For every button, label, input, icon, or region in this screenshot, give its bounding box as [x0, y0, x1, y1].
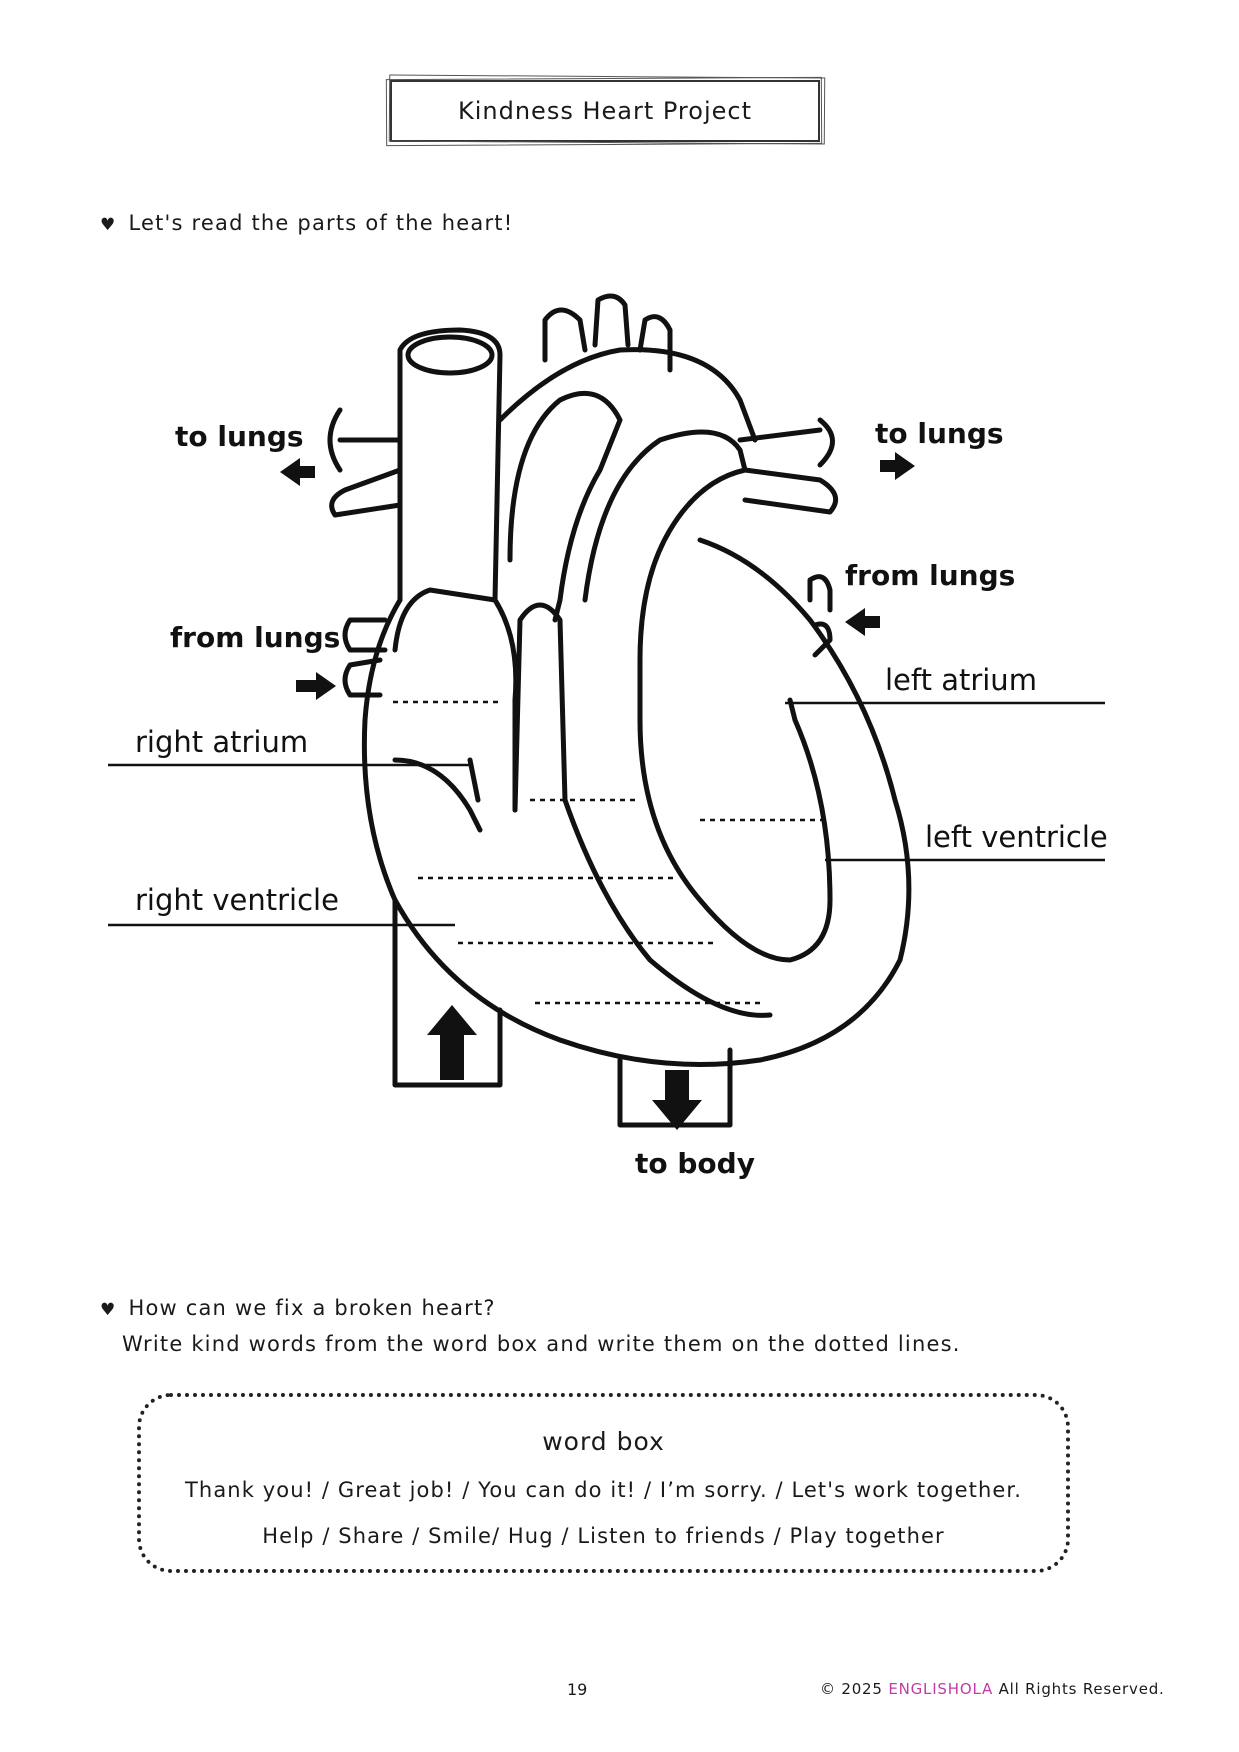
label-from-lungs-left: from lungs	[170, 621, 340, 654]
flow-arrows	[280, 452, 915, 1130]
heart-bullet-icon: ♥	[100, 215, 117, 235]
tricuspid-valve	[392, 757, 483, 833]
dotted-lines	[393, 700, 830, 1005]
label-from-lungs-right: from lungs	[845, 559, 1015, 592]
arrow-right-icon-2	[296, 672, 336, 700]
arrow-up-icon	[427, 1005, 477, 1080]
instruction-read-parts: ♥ Let's read the parts of the heart!	[100, 211, 513, 235]
label-left-ventricle: left ventricle	[925, 820, 1108, 854]
pulmonary-trunk	[582, 429, 748, 723]
word-box-line-2: Help / Share / Smile/ Hug / Listen to fr…	[262, 1524, 945, 1548]
label-right-ventricle: right ventricle	[135, 883, 339, 917]
label-to-lungs-right: to lungs	[875, 417, 1004, 450]
instruction-read-parts-text: Let's read the parts of the heart!	[128, 211, 514, 235]
inferior-vena-cava	[392, 897, 503, 1088]
word-box-title: word box	[542, 1427, 665, 1456]
vena-cava-opening	[405, 334, 495, 376]
page-title-text: Kindness Heart Project	[457, 97, 752, 125]
page-number: 19	[567, 1680, 588, 1699]
heart-outline	[361, 537, 912, 1067]
instruction-broken-heart-text: How can we fix a broken heart?	[128, 1296, 496, 1320]
label-left-atrium: left atrium	[885, 663, 1037, 697]
pulmonary-vein-left	[342, 617, 388, 698]
right-atrium-inner	[392, 587, 519, 813]
instruction-broken-heart: ♥ How can we fix a broken heart?	[100, 1296, 496, 1320]
copyright: © 2025 ENGLISHOLA All Rights Reserved.	[820, 1680, 1165, 1698]
label-to-lungs-left: to lungs	[175, 420, 304, 453]
arrow-left-icon-2	[845, 608, 880, 636]
superior-vena-cava	[397, 327, 503, 603]
heart-bullet-icon: ♥	[100, 1300, 117, 1320]
left-ventricle-wall	[637, 697, 833, 963]
pulmonary-artery-right-branch	[737, 417, 839, 515]
page-title: Kindness Heart Project	[390, 80, 820, 142]
aorta-arch	[497, 347, 758, 443]
word-box-line-1: Thank you! / Great job! / You can do it!…	[185, 1478, 1022, 1502]
pulmonary-vein-right	[807, 574, 833, 658]
copyright-prefix: © 2025	[820, 1680, 883, 1698]
arrow-down-icon	[652, 1070, 702, 1130]
arrow-left-icon	[280, 458, 315, 486]
copyright-suffix: All Rights Reserved.	[998, 1680, 1165, 1698]
brand-name: ENGLISHOLA	[888, 1680, 994, 1698]
label-lines	[108, 701, 1105, 927]
label-right-atrium: right atrium	[135, 725, 308, 759]
pulmonary-artery	[507, 390, 623, 623]
aorta-top	[542, 293, 673, 373]
pulmonary-artery-left-branch	[327, 407, 403, 518]
arrow-right-icon	[880, 452, 915, 480]
instruction-write-words: Write kind words from the word box and w…	[122, 1332, 961, 1356]
label-to-body: to body	[635, 1147, 755, 1180]
word-box: word box Thank you! / Great job! / You c…	[137, 1393, 1070, 1573]
